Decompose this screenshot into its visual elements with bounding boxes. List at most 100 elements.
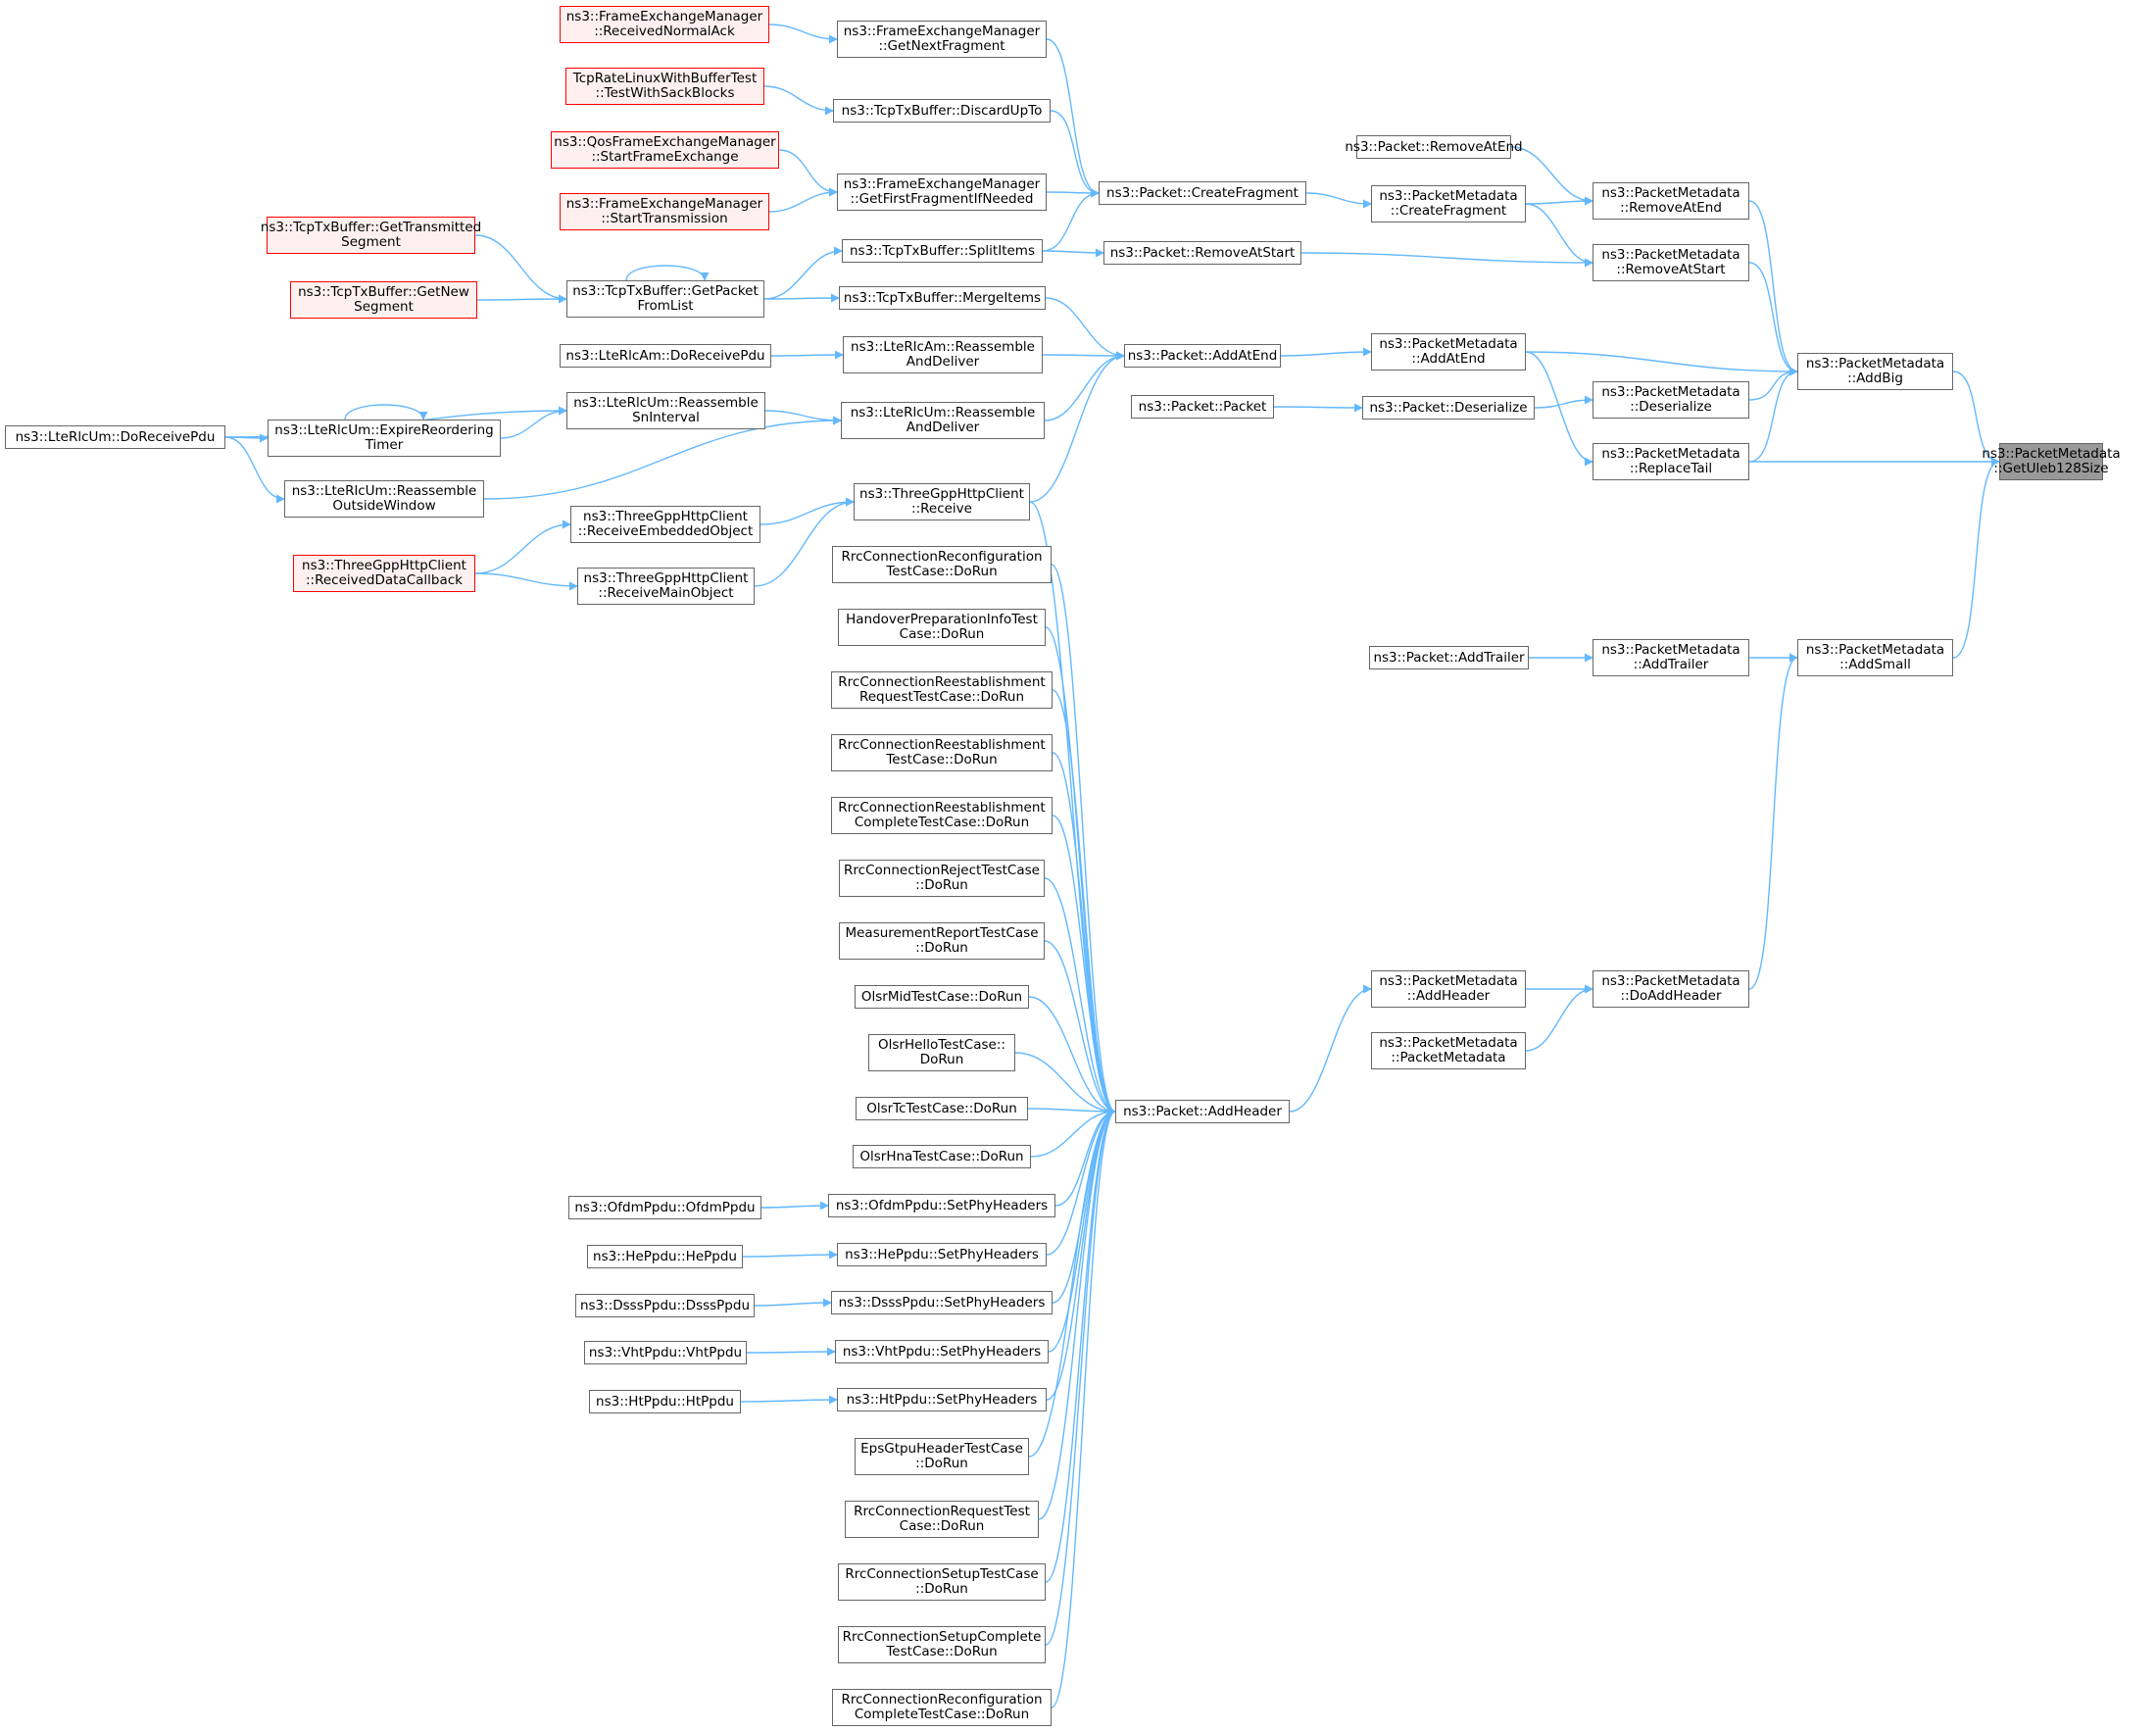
graph-node-qosfem-start[interactable]: ns3::QosFrameExchangeManager::StartFrame…: [551, 131, 779, 169]
graph-node-ht-setphy[interactable]: ns3::HtPpdu::SetPhyHeaders: [837, 1388, 1047, 1411]
graph-node-p-deserialize[interactable]: ns3::Packet::Deserialize: [1362, 396, 1535, 420]
graph-node-dsss-setphy[interactable]: ns3::DsssPpdu::SetPhyHeaders: [831, 1291, 1053, 1314]
graph-node-fem-receivednormalack[interactable]: ns3::FrameExchangeManager::ReceivedNorma…: [560, 6, 769, 43]
node-label-line: ::StartTransmission: [601, 211, 728, 226]
node-label-line: ::StartFrameExchange: [591, 149, 739, 165]
graph-node-p-addatend[interactable]: ns3::Packet::AddAtEnd: [1124, 344, 1281, 368]
graph-node-pm-ctor[interactable]: ns3::PacketMetadata::PacketMetadata: [1371, 1032, 1526, 1069]
graph-node-fem-getnextfragment[interactable]: ns3::FrameExchangeManager::GetNextFragme…: [837, 21, 1047, 58]
edge-ht-ctor-to-ht-setphy: [740, 1395, 838, 1405]
edge-fem-getnextfragment-to-p-createfragment: [1046, 38, 1100, 198]
graph-node-p-createfragment[interactable]: ns3::Packet::CreateFragment: [1099, 181, 1306, 205]
node-label-line: CompleteTestCase::DoRun: [854, 1707, 1030, 1722]
graph-node-pm-createfragment[interactable]: ns3::PacketMetadata::CreateFragment: [1371, 185, 1526, 223]
edge-addsmall-to-getuleb: [1952, 457, 2000, 659]
graph-node-he-setphy[interactable]: ns3::HePpdu::SetPhyHeaders: [837, 1243, 1047, 1266]
graph-node-vht-setphy[interactable]: ns3::VhtPpdu::SetPhyHeaders: [835, 1340, 1049, 1363]
node-label-line: ns3::OfdmPpdu::OfdmPpdu: [574, 1199, 756, 1215]
graph-node-t-epsgtpu[interactable]: EpsGtpuHeaderTestCase::DoRun: [855, 1438, 1029, 1475]
graph-node-dsss-ctor[interactable]: ns3::DsssPpdu::DsssPpdu: [575, 1294, 755, 1317]
node-label-line: RrcConnectionRequestTest: [854, 1504, 1030, 1519]
edge-t-handover-to-p-addheader: [1045, 626, 1116, 1116]
graph-node-t-olsr-hna[interactable]: OlsrHnaTestCase::DoRun: [853, 1145, 1031, 1168]
graph-node-p-removeatend[interactable]: ns3::Packet::RemoveAtEnd: [1345, 135, 1523, 159]
graph-node-t-rrc-setup[interactable]: RrcConnectionSetupTestCase::DoRun: [838, 1563, 1046, 1601]
graph-node-vht-ctor[interactable]: ns3::VhtPpdu::VhtPpdu: [584, 1341, 747, 1364]
graph-node-ofdm-ctor[interactable]: ns3::OfdmPpdu::OfdmPpdu: [568, 1196, 761, 1219]
graph-node-t-olsr-mid[interactable]: OlsrMidTestCase::DoRun: [855, 985, 1029, 1009]
graph-node-pm-addatend[interactable]: ns3::PacketMetadata::AddAtEnd: [1371, 333, 1526, 371]
node-label-line: Case::DoRun: [899, 1518, 985, 1534]
graph-node-http-receive[interactable]: ns3::ThreeGppHttpClient::Receive: [854, 483, 1030, 520]
graph-node-ht-ctor[interactable]: ns3::HtPpdu::HtPpdu: [589, 1390, 741, 1413]
graph-node-fem-getfirstfragment[interactable]: ns3::FrameExchangeManager::GetFirstFragm…: [837, 173, 1047, 211]
graph-node-pm-deserialize[interactable]: ns3::PacketMetadata::Deserialize: [1592, 381, 1749, 419]
graph-node-pm-doaddheader[interactable]: ns3::PacketMetadata::DoAddHeader: [1592, 970, 1749, 1008]
graph-node-tcp-discardupto[interactable]: ns3::TcpTxBuffer::DiscardUpTo: [833, 99, 1051, 123]
node-label-line: ::ReceiveMainObject: [598, 585, 734, 601]
graph-node-http-embedded[interactable]: ns3::ThreeGppHttpClient::ReceiveEmbedded…: [570, 506, 760, 543]
node-label-line: RrcConnectionSetupComplete: [842, 1629, 1042, 1645]
graph-node-rlcum-doreceive[interactable]: ns3::LteRlcUm::DoReceivePdu: [5, 425, 225, 449]
edge-p-removeatstart-to-pm-removeatstart: [1300, 252, 1593, 268]
node-label-line: ::DoAddHeader: [1620, 988, 1722, 1004]
graph-node-t-measreport[interactable]: MeasurementReportTestCase::DoRun: [839, 922, 1045, 960]
edge-qosfem-start-to-fem-getfirstfragment: [778, 149, 838, 197]
graph-node-t-rrc-reject[interactable]: RrcConnectionRejectTestCase::DoRun: [839, 860, 1045, 897]
graph-node-t-olsr-hello[interactable]: OlsrHelloTestCase::DoRun: [868, 1034, 1015, 1071]
graph-node-tcp-splititems[interactable]: ns3::TcpTxBuffer::SplitItems: [842, 239, 1043, 263]
graph-node-addbig[interactable]: ns3::PacketMetadata::AddBig: [1797, 353, 1953, 390]
graph-node-pm-removeatstart[interactable]: ns3::PacketMetadata::RemoveAtStart: [1592, 244, 1749, 281]
graph-node-pm-addheader[interactable]: ns3::PacketMetadata::AddHeader: [1371, 970, 1526, 1008]
graph-node-p-removeatstart[interactable]: ns3::Packet::RemoveAtStart: [1103, 241, 1301, 265]
graph-node-pm-replacetail[interactable]: ns3::PacketMetadata::ReplaceTail: [1592, 443, 1749, 480]
graph-node-he-ctor[interactable]: ns3::HePpdu::HePpdu: [587, 1245, 743, 1268]
node-label-line: Segment: [341, 234, 401, 250]
graph-node-pm-addtrailer[interactable]: ns3::PacketMetadata::AddTrailer: [1592, 639, 1749, 676]
graph-node-http-receiveddata[interactable]: ns3::ThreeGppHttpClient::ReceivedDataCal…: [293, 555, 475, 592]
node-label-line: ::TestWithSackBlocks: [595, 85, 735, 101]
node-label-line: ns3::ThreeGppHttpClient: [302, 558, 466, 573]
graph-node-rlcam-doreceive[interactable]: ns3::LteRlcAm::DoReceivePdu: [560, 344, 771, 368]
node-label-line: ns3::TcpTxBuffer::GetTransmitted: [260, 220, 482, 235]
graph-node-addsmall[interactable]: ns3::PacketMetadata::AddSmall: [1797, 639, 1953, 676]
node-label-line: RrcConnectionReconfiguration: [841, 1692, 1043, 1707]
graph-node-p-addheader[interactable]: ns3::Packet::AddHeader: [1115, 1100, 1290, 1123]
node-label-line: AndDeliver: [906, 420, 980, 435]
graph-node-fem-starttx[interactable]: ns3::FrameExchangeManager::StartTransmis…: [560, 193, 769, 230]
edge-http-embedded-to-http-receive: [760, 497, 855, 525]
node-label-line: ::DoRun: [915, 877, 968, 893]
graph-node-ofdm-setphy[interactable]: ns3::OfdmPpdu::SetPhyHeaders: [828, 1194, 1055, 1217]
node-label-line: ns3::LteRlcUm::Reassemble: [291, 483, 477, 499]
node-label-line: ns3::PacketMetadata: [1601, 446, 1740, 462]
graph-node-tcp-mergeitems[interactable]: ns3::TcpTxBuffer::MergeItems: [839, 286, 1046, 310]
edge-p-createfragment-to-pm-createfragment: [1305, 192, 1372, 209]
edge-tcprate-test-to-tcp-discardupto: [763, 85, 834, 116]
node-label-line: OlsrHnaTestCase::DoRun: [859, 1148, 1024, 1164]
graph-node-p-packet[interactable]: ns3::Packet::Packet: [1131, 395, 1274, 419]
graph-node-t-olsr-tc[interactable]: OlsrTcTestCase::DoRun: [856, 1097, 1028, 1120]
graph-node-http-mainobject[interactable]: ns3::ThreeGppHttpClient::ReceiveMainObje…: [577, 568, 755, 605]
graph-node-p-addtrailer[interactable]: ns3::Packet::AddTrailer: [1369, 646, 1529, 669]
graph-node-getuleb[interactable]: ns3::PacketMetadata::GetUleb128Size: [1982, 443, 2121, 480]
graph-node-tcprate-test[interactable]: TcpRateLinuxWithBufferTest::TestWithSack…: [565, 68, 764, 105]
edge-t-measreport-to-p-addheader: [1044, 940, 1116, 1116]
graph-node-pm-removeatend[interactable]: ns3::PacketMetadata::RemoveAtEnd: [1592, 182, 1749, 220]
